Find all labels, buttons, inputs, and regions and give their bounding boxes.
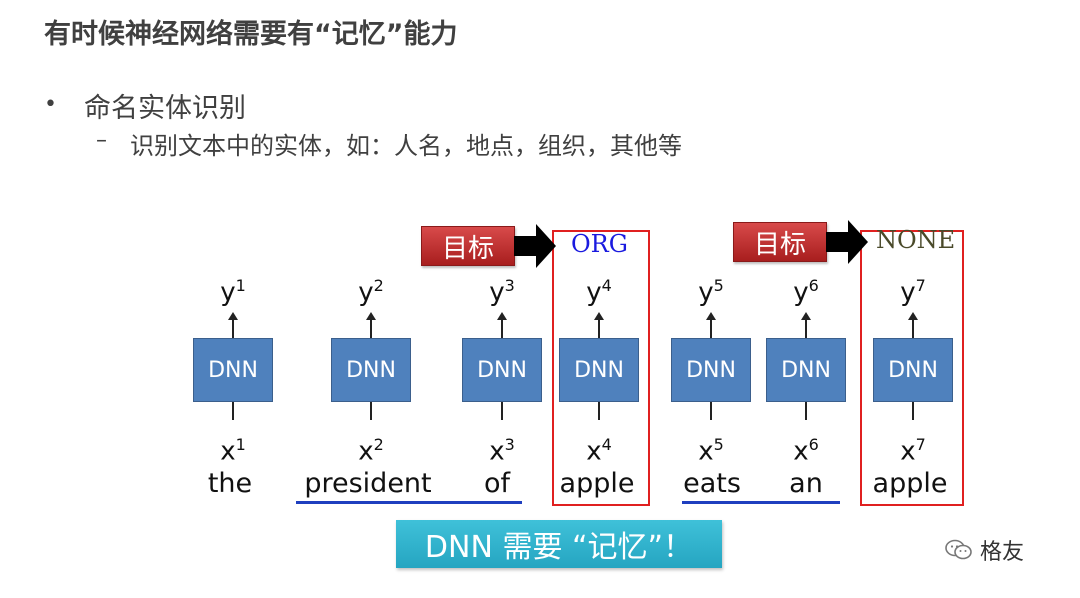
watermark-text: 格友: [980, 540, 1025, 565]
memory-banner: DNN 需要 “记忆”！: [396, 520, 722, 568]
output-index: 6: [808, 276, 819, 295]
output-label-y4: y4: [559, 276, 639, 308]
target-box-none: 目标: [733, 222, 827, 262]
output-arrow-line: [370, 318, 372, 338]
input-line: [232, 402, 234, 420]
underline-eats-an: [682, 501, 840, 504]
output-index: 1: [235, 276, 246, 295]
output-label-y5: y5: [671, 276, 751, 308]
output-arrow-line: [912, 318, 914, 338]
slide-title: 有时候神经网络需要有“记忆”能力: [44, 19, 458, 50]
input-line: [370, 402, 372, 420]
input-word: of: [483, 468, 511, 499]
target-arrow-head-org: [536, 224, 556, 268]
input-label-x4: x4: [559, 435, 639, 467]
output-index: 7: [915, 276, 926, 295]
dnn-box: DNN: [193, 338, 273, 402]
output-index: 2: [373, 276, 384, 295]
output-arrow-line: [598, 318, 600, 338]
output-arrow-head: [801, 312, 811, 320]
output-symbol: y: [220, 277, 236, 308]
output-arrow-line: [501, 318, 503, 338]
output-index: 4: [601, 276, 612, 295]
highlight-box-apple-2: [860, 230, 964, 506]
input-line: [710, 402, 712, 420]
input-symbol: x: [489, 436, 505, 467]
input-index: 5: [713, 435, 724, 454]
dnn-box: DNN: [462, 338, 542, 402]
dnn-box: DNN: [873, 338, 953, 402]
input-symbol: x: [220, 436, 236, 467]
input-label-x3: x3: [462, 435, 542, 467]
output-arrow-head: [706, 312, 716, 320]
output-label-y2: y2: [331, 276, 411, 308]
input-word: apple: [559, 468, 635, 499]
output-index: 3: [504, 276, 515, 295]
input-label-x2: x2: [331, 435, 411, 467]
output-label-y6: y6: [766, 276, 846, 308]
output-arrow-line: [232, 318, 234, 338]
input-label-x6: x6: [766, 435, 846, 467]
bullet-text: 命名实体识别: [84, 93, 246, 124]
output-symbol: y: [900, 277, 916, 308]
input-index: 7: [915, 435, 926, 454]
input-index: 4: [601, 435, 612, 454]
input-word: president: [304, 468, 432, 499]
dnn-box: DNN: [331, 338, 411, 402]
input-word: apple: [872, 468, 948, 499]
output-arrow-line: [710, 318, 712, 338]
highlight-box-apple: [552, 230, 650, 506]
output-arrow-head: [228, 312, 238, 320]
output-arrow-head: [594, 312, 604, 320]
target-arrow-shaft-none: [826, 232, 848, 252]
input-line: [805, 402, 807, 420]
dnn-box: DNN: [671, 338, 751, 402]
bullet-dot: •: [44, 92, 57, 117]
output-label-y1: y1: [193, 276, 273, 308]
input-label-x7: x7: [873, 435, 953, 467]
target-arrow-shaft-org: [514, 236, 536, 256]
input-symbol: x: [358, 436, 374, 467]
output-arrow-head: [366, 312, 376, 320]
input-line: [501, 402, 503, 420]
input-symbol: x: [900, 436, 916, 467]
output-label-y7: y7: [873, 276, 953, 308]
output-label-y3: y3: [462, 276, 542, 308]
output-arrow-head: [908, 312, 918, 320]
output-class-none: NONE: [876, 226, 956, 254]
output-class-org: ORG: [571, 230, 628, 258]
input-index: 2: [373, 435, 384, 454]
input-word: eats: [683, 468, 741, 499]
dnn-box: DNN: [559, 338, 639, 402]
output-symbol: y: [489, 277, 505, 308]
input-index: 6: [808, 435, 819, 454]
output-index: 5: [713, 276, 724, 295]
input-symbol: x: [698, 436, 714, 467]
wechat-icon: [945, 539, 972, 560]
output-symbol: y: [793, 277, 809, 308]
target-arrow-head-none: [848, 220, 868, 264]
output-arrow-line: [805, 318, 807, 338]
input-word: an: [789, 468, 823, 499]
input-line: [912, 402, 914, 420]
input-word: the: [207, 468, 253, 499]
output-symbol: y: [586, 277, 602, 308]
sub-bullet-text: 识别文本中的实体，如：人名，地点，组织，其他等: [130, 132, 682, 160]
watermark: 格友: [944, 534, 1024, 566]
target-box-org: 目标: [421, 226, 515, 266]
input-line: [598, 402, 600, 420]
input-index: 1: [235, 435, 246, 454]
input-symbol: x: [586, 436, 602, 467]
input-label-x1: x1: [193, 435, 273, 467]
output-arrow-head: [497, 312, 507, 320]
output-symbol: y: [698, 277, 714, 308]
input-index: 3: [504, 435, 515, 454]
dnn-box: DNN: [766, 338, 846, 402]
sub-bullet-dash: –: [96, 128, 107, 153]
output-symbol: y: [358, 277, 374, 308]
underline-president-of: [296, 501, 522, 504]
input-symbol: x: [793, 436, 809, 467]
input-label-x5: x5: [671, 435, 751, 467]
